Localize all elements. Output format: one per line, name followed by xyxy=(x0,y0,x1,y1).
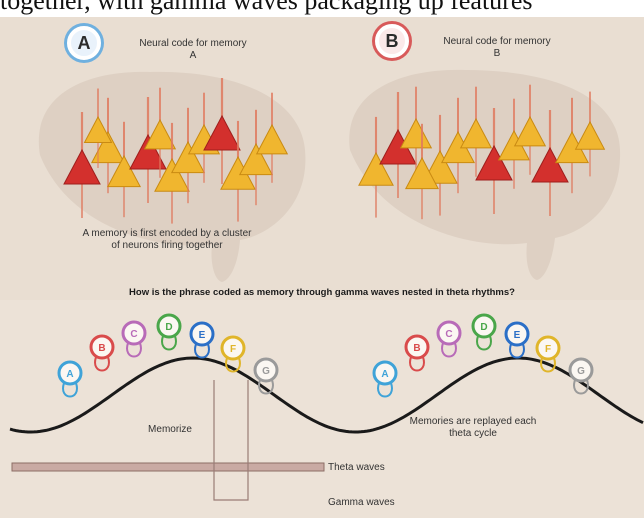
memory-b-badge: B xyxy=(375,24,409,58)
gamma-waves-label: Gamma waves xyxy=(328,497,408,509)
replay-label: Memories are replayed each theta cycle xyxy=(398,416,548,440)
letter-label: D xyxy=(165,322,172,333)
letter-label: A xyxy=(66,369,73,380)
letter-label: A xyxy=(381,369,388,380)
theta-bar xyxy=(12,463,324,471)
memory-encoding-annotation: A memory is first encoded by a cluster o… xyxy=(82,228,252,252)
memory-a-letter: A xyxy=(78,33,91,54)
memory-b-title: Neural code for memory B xyxy=(442,36,552,60)
lower-panel-background xyxy=(0,300,644,518)
letter-label: C xyxy=(130,329,137,340)
letter-label: G xyxy=(577,366,585,377)
wave-diagram: A B C D E F G A B C D E F G xyxy=(0,300,644,518)
letter-label: F xyxy=(230,344,236,355)
letter-label: E xyxy=(199,330,206,341)
divider-caption: How is the phrase coded as memory throug… xyxy=(0,287,644,301)
letter-label: B xyxy=(98,343,105,354)
theta-waves-label: Theta waves xyxy=(328,462,398,474)
memorize-label: Memorize xyxy=(120,424,220,436)
letter-label: E xyxy=(514,330,521,341)
letter-label: B xyxy=(413,343,420,354)
memory-a-title: Neural code for memory A xyxy=(138,38,248,62)
letter-label: F xyxy=(545,344,551,355)
letter-label: D xyxy=(480,322,487,333)
memory-a-badge: A xyxy=(67,26,101,60)
letter-label: C xyxy=(445,329,452,340)
memory-b-letter: B xyxy=(386,31,399,52)
letter-label: G xyxy=(262,366,270,377)
